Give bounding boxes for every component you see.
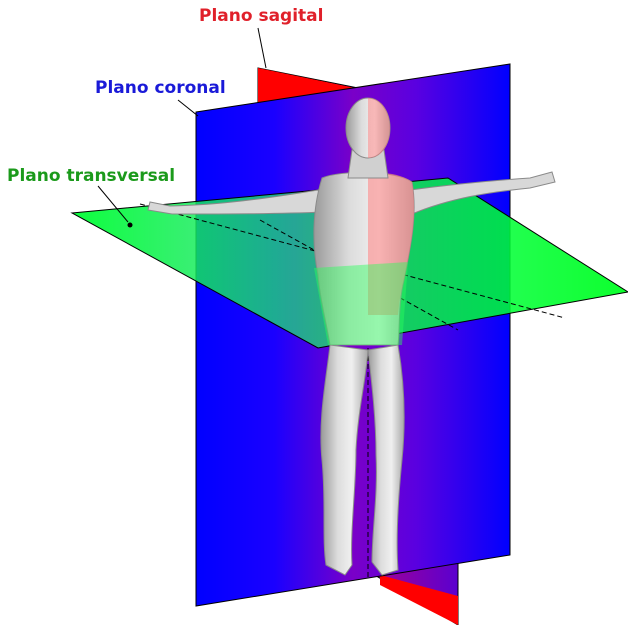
sagital-plane-bottom (380, 575, 458, 625)
left-arm (147, 189, 326, 215)
right-leg (367, 344, 405, 576)
human-figure (147, 97, 556, 576)
transversal-pointer-dot (127, 222, 133, 228)
coronal-plane-label: Plano coronal (95, 78, 226, 98)
transversal-plane-label: Plano transversal (7, 166, 176, 186)
coronal-pointer (177, 99, 199, 117)
sagital-plane-label: Plano sagital (199, 6, 324, 26)
left-leg (320, 344, 369, 576)
torso-sagital-tint (368, 172, 415, 315)
head-sagital-tint (368, 98, 390, 158)
transversal-pointer (97, 185, 129, 223)
waist-transversal-tint (314, 262, 408, 345)
right-arm (409, 171, 556, 215)
sagital-pointer (257, 27, 267, 69)
